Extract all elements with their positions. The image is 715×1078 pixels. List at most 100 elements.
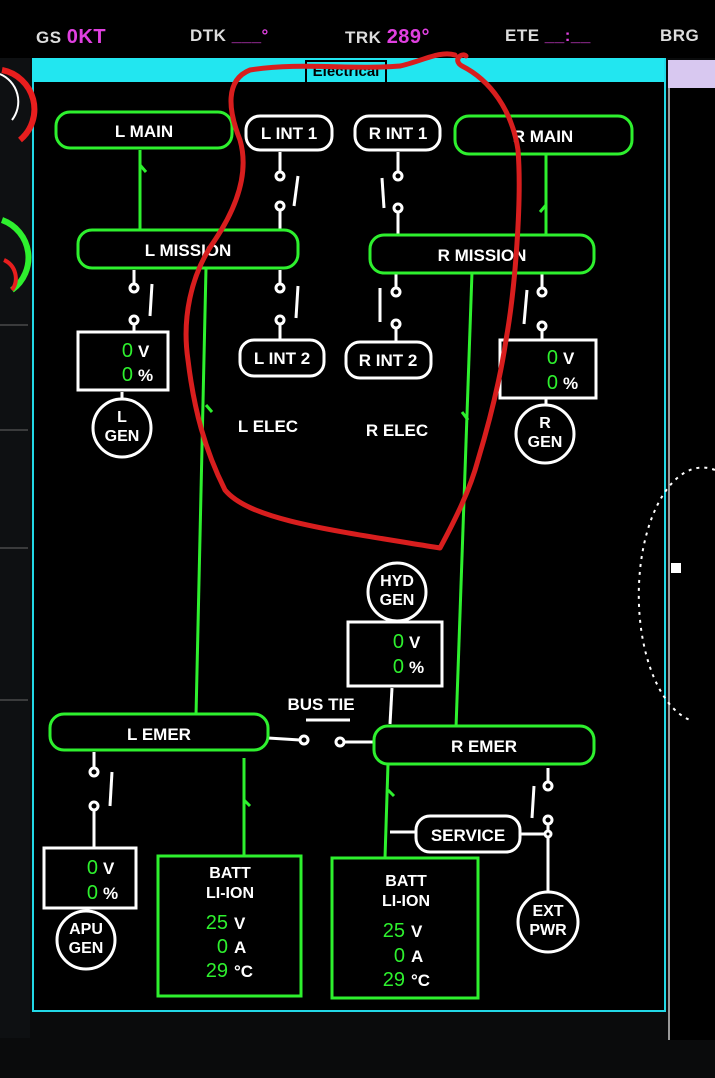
dtk-readout: DTK ___° [190,26,269,46]
trk-readout: TRK 289° [345,26,430,49]
l-gen-percent-unit: % [138,366,153,385]
bus-labels: L MAIN R MAIN L INT 1 R INT 1 L MISSION … [115,122,573,845]
l-gen-volts-unit: V [138,342,150,361]
r-gen-line1: R [539,415,551,432]
gs-readout: GS 0KT [36,26,106,49]
contactor-switch-icons [88,170,554,839]
l-gen-volts: 0 [122,340,133,362]
l-gen-readout-box [76,330,170,392]
r-main-bus[interactable] [453,114,634,156]
map-panel[interactable] [668,60,715,1040]
hyd-gen-icon[interactable] [366,561,428,623]
hyd-gen-readout-box [346,620,444,688]
brg-readout: BRG [660,26,699,46]
hyd-gen-line1: HYD [380,573,414,590]
ext-pwr-line1: EXT [532,903,563,920]
l-int1-bus[interactable] [244,114,334,152]
hyd-gen-line2: GEN [380,592,415,609]
l-emer-label: L EMER [127,725,191,744]
l-gen-line1: L [117,409,127,426]
map-panel-header [668,60,715,88]
r-mission-bus[interactable] [368,233,596,275]
r-emer-bus[interactable] [372,724,596,766]
r-gen-icon[interactable] [514,403,576,465]
r-batt-amps-unit: A [411,947,423,966]
apu-gen-volts: 0 [87,857,98,879]
navigation-data-bar: GS 0KT DTK ___° TRK 289° ETE __:__ BRG [0,0,715,58]
r-batt-amps: 0 [394,945,405,967]
ete-readout: ETE __:__ [505,26,591,46]
gs-label: GS [36,28,62,47]
r-batt-volts-unit: V [411,922,423,941]
l-batt-amps-unit: A [234,938,246,957]
dtk-label: DTK [190,26,227,45]
r-gen-percent: 0 [547,372,558,394]
r-batt-line1: BATT [385,873,427,890]
r-main-label: R MAIN [513,127,573,146]
l-main-label: L MAIN [115,122,173,141]
source-labels: L GEN R GEN HYD GEN APU GEN EXT PWR [69,409,567,957]
hyd-gen-volts-unit: V [409,633,421,652]
hyd-gen-percent: 0 [393,656,404,678]
green-bus-shapes [48,110,634,1000]
l-batt-line2: LI-ION [206,885,254,902]
service-bus[interactable] [414,814,522,854]
l-int2-label: L INT 2 [254,349,310,368]
r-elec-label: R ELEC [366,421,428,440]
l-gen-icon[interactable] [91,397,153,459]
red-annotation-outline [183,51,522,551]
l-batt-volts: 25 [206,912,228,934]
apu-gen-volts-unit: V [103,859,115,878]
generator-readouts: 0 V 0 % 0 V 0 % 0 V 0 % 0 V 0 % [87,340,578,904]
left-battery-box[interactable] [156,854,303,998]
hyd-gen-percent-unit: % [409,658,424,677]
ete-value: __:__ [544,26,591,45]
trk-value: 289° [386,26,431,48]
r-int1-bus[interactable] [353,114,442,152]
right-battery-box[interactable] [330,856,480,1000]
l-elec-label: L ELEC [238,417,298,436]
apu-gen-percent-unit: % [103,884,118,903]
trk-label: TRK [345,28,382,47]
l-main-bus[interactable] [54,110,234,150]
l-int1-label: L INT 1 [261,124,317,143]
apu-gen-line1: APU [69,921,103,938]
l-gen-percent: 0 [122,364,133,386]
battery-readouts: BATT LI-ION 25 V 0 A 29 °C BATT LI-ION 2… [206,865,430,991]
apu-gen-percent: 0 [87,882,98,904]
map-compass-arc [637,466,715,721]
r-gen-line2: GEN [528,434,563,451]
l-int2-bus[interactable] [238,338,326,378]
l-gen-line2: GEN [105,428,140,445]
r-batt-temp-unit: °C [411,971,430,990]
l-batt-amps: 0 [217,936,228,958]
white-bus-shapes [42,114,598,971]
r-gen-volts-unit: V [563,349,575,368]
r-int1-label: R INT 1 [369,124,428,143]
dtk-value: ___° [231,26,269,45]
r-int2-bus[interactable] [344,340,433,380]
l-mission-bus[interactable] [76,228,300,270]
engine-gauge-arcs [0,67,38,701]
apu-gen-icon[interactable] [55,909,117,971]
r-batt-temp: 29 [383,969,405,991]
apu-gen-readout-box [42,846,138,910]
r-gen-volts: 0 [547,347,558,369]
ext-pwr-line2: PWR [529,922,567,939]
r-gen-percent-unit: % [563,374,578,393]
r-batt-volts: 25 [383,920,405,942]
r-batt-line2: LI-ION [382,893,430,910]
brg-label: BRG [660,26,700,45]
l-batt-line1: BATT [209,865,251,882]
hyd-gen-volts: 0 [393,631,404,653]
l-batt-temp-unit: °C [234,962,253,981]
gs-value: 0KT [66,26,107,48]
ext-pwr-icon[interactable] [516,890,580,954]
l-mission-label: L MISSION [145,241,232,260]
r-gen-readout-box [498,338,598,400]
l-emer-bus[interactable] [48,712,270,752]
ete-label: ETE [505,26,540,45]
r-emer-label: R EMER [451,737,517,756]
